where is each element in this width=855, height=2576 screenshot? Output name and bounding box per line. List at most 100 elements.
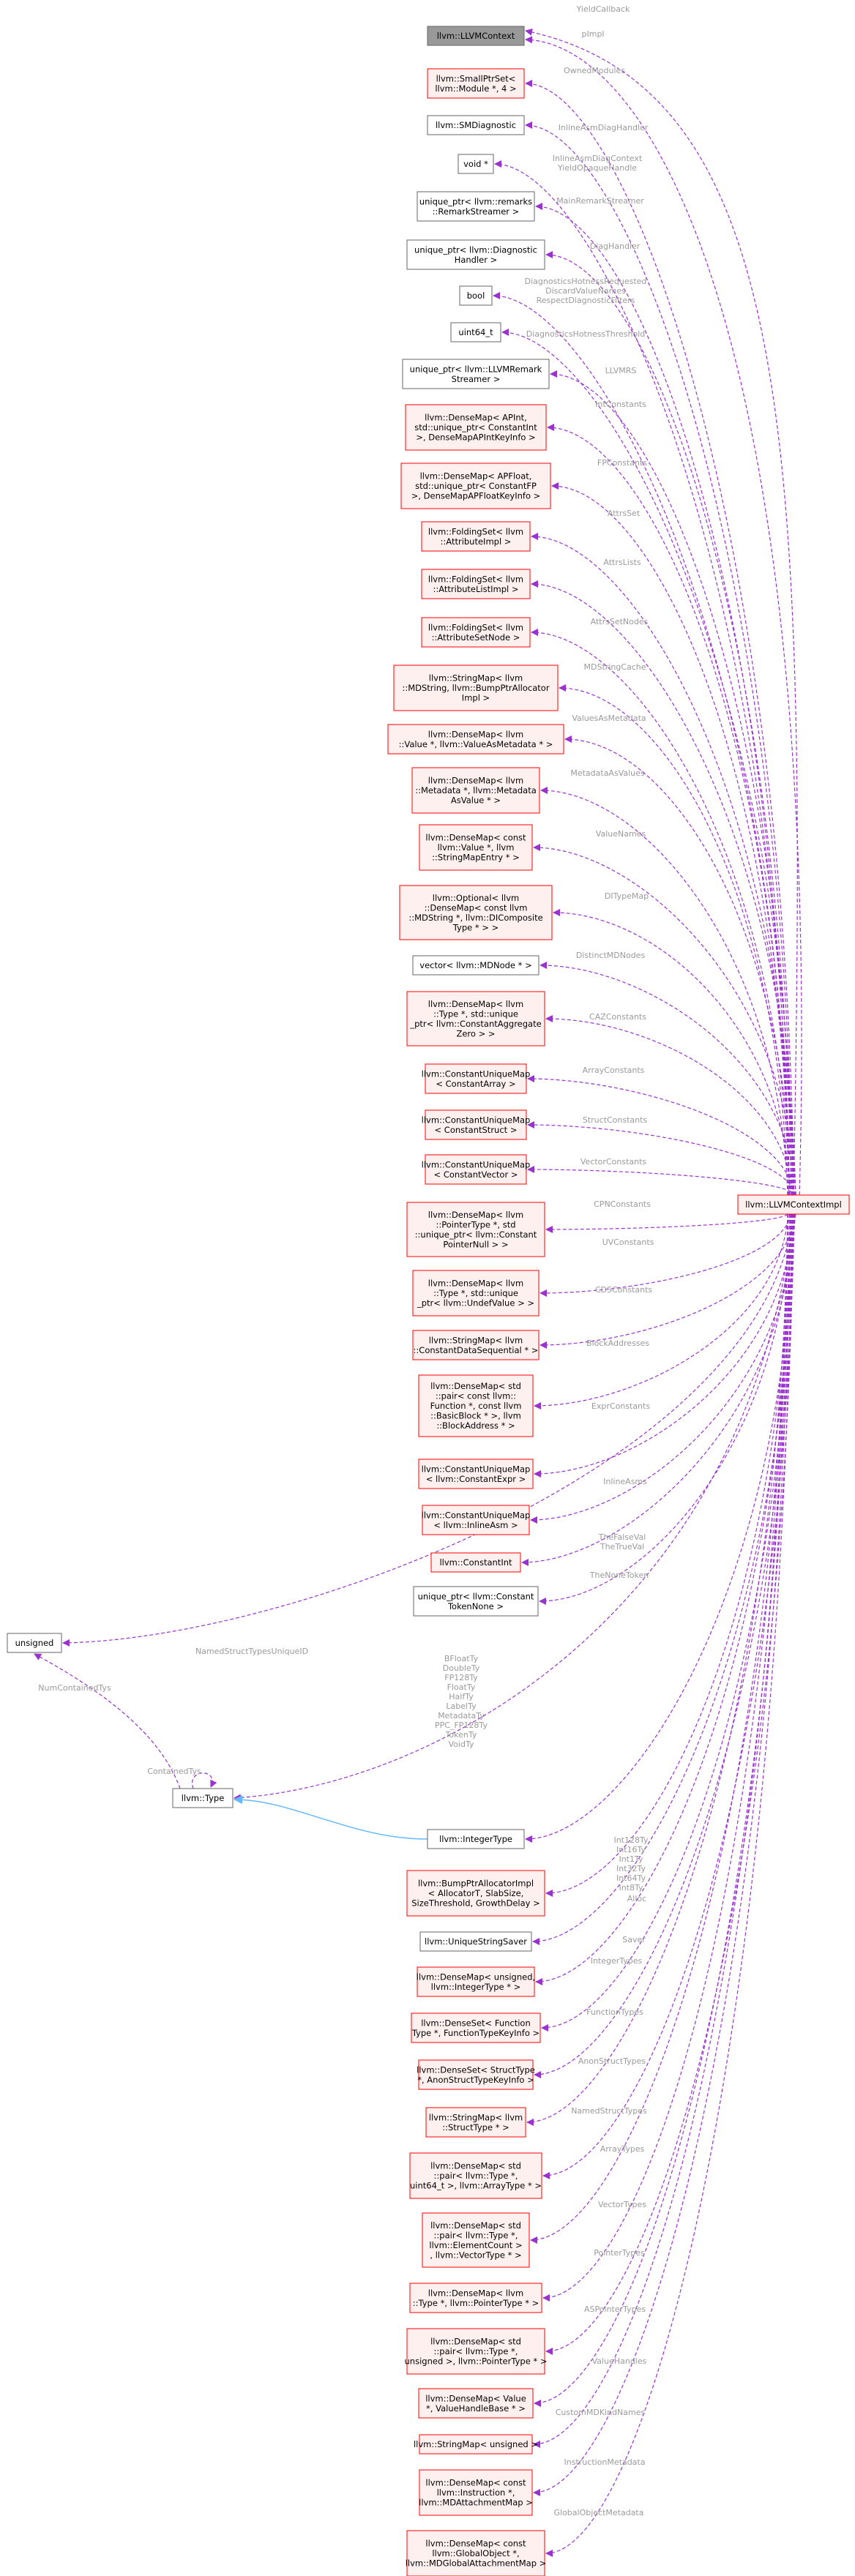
node-n22[interactable]: llvm::ConstantUniqueMap< ConstantStruct … bbox=[422, 1109, 531, 1140]
node-label: llvm::DenseMap< Value bbox=[425, 2393, 526, 2403]
node-n23[interactable]: llvm::ConstantUniqueMap< ConstantVector … bbox=[422, 1154, 531, 1185]
edge-label-l22: StructConstants bbox=[583, 1115, 648, 1125]
node-n21[interactable]: llvm::ConstantUniqueMap< ConstantArray > bbox=[422, 1063, 531, 1094]
node-label: unique_ptr< llvm::remarks bbox=[419, 196, 532, 206]
node-n14[interactable]: llvm::StringMap< llvm::MDString, llvm::B… bbox=[393, 664, 559, 711]
node-label: llvm::FoldingSet< llvm bbox=[428, 574, 523, 584]
node-label: _ptr< llvm::ConstantAggregate bbox=[409, 1019, 541, 1029]
node-label: llvm::ElementCount > bbox=[429, 2240, 522, 2250]
node-box bbox=[427, 68, 525, 99]
node-n16[interactable]: llvm::DenseMap< llvm::Metadata *, llvm::… bbox=[411, 767, 540, 814]
node-n4[interactable]: unique_ptr< llvm::remarks::RemarkStreame… bbox=[417, 191, 535, 222]
node-n9[interactable]: llvm::DenseMap< APInt,std::unique_ptr< C… bbox=[405, 404, 547, 451]
node-label: llvm::DenseMap< std bbox=[430, 2337, 521, 2347]
node-unsigned[interactable]: unsigned bbox=[7, 1633, 62, 1653]
edge-label-text: VectorTypes bbox=[598, 2200, 646, 2209]
node-label: ::AttributeImpl > bbox=[441, 536, 512, 547]
node-n7[interactable]: uint64_t bbox=[450, 322, 501, 342]
node-n26[interactable]: llvm::StringMap< llvm::ConstantDataSeque… bbox=[412, 1330, 539, 1360]
node-label: llvm::MDAttachmentMap > bbox=[419, 2498, 533, 2508]
node-n25[interactable]: llvm::DenseMap< llvm::Type *, std::uniqu… bbox=[412, 1270, 539, 1317]
node-inttype[interactable]: llvm::IntegerType bbox=[427, 1829, 525, 1849]
node-n13[interactable]: llvm::FoldingSet< llvm::AttributeSetNode… bbox=[421, 617, 531, 648]
node-n34[interactable]: llvm::DenseMap< unsigned,llvm::IntegerTy… bbox=[417, 1966, 535, 1997]
node-label: llvm::IntegerType * > bbox=[431, 1982, 521, 1992]
node-n18[interactable]: llvm::Optional< llvm::DenseMap< const ll… bbox=[399, 885, 553, 940]
node-type[interactable]: llvm::Type bbox=[172, 1788, 234, 1808]
node-n2[interactable]: llvm::SMDiagnostic bbox=[427, 115, 525, 135]
node-n1[interactable]: llvm::SmallPtrSet<llvm::Module *, 4 > bbox=[427, 68, 525, 99]
edge-n10 bbox=[551, 482, 790, 1196]
nodes-layer: llvm::LLVMContextllvm::SmallPtrSet<llvm:… bbox=[7, 26, 850, 2576]
node-label: void * bbox=[463, 159, 488, 169]
node-box bbox=[419, 824, 533, 871]
node-n39[interactable]: llvm::DenseMap< std::pair< llvm::Type *,… bbox=[422, 2212, 530, 2268]
edge-label-text: AttrsSet bbox=[608, 509, 641, 518]
edge-label-l10: FPConstants bbox=[597, 458, 647, 468]
node-label: llvm::DenseMap< llvm bbox=[428, 1278, 523, 1289]
edge-label-l29: InlineAsms bbox=[603, 1477, 647, 1486]
node-n45[interactable]: llvm::DenseMap< constllvm::GlobalObject … bbox=[406, 2530, 547, 2576]
node-n35[interactable]: llvm::DenseSet< FunctionType *, Function… bbox=[411, 2012, 541, 2043]
node-n36[interactable]: llvm::DenseSet< StructType *, AnonStruct… bbox=[417, 2059, 535, 2090]
node-box bbox=[425, 1154, 527, 1185]
edge-label-text: OwnedModules bbox=[564, 66, 625, 75]
node-n3[interactable]: void * bbox=[458, 154, 494, 174]
edge-n27 bbox=[534, 1213, 789, 1409]
edge-label-text: FunctionTypes bbox=[586, 2007, 643, 2017]
edge-label-text: Saver bbox=[622, 1935, 646, 1944]
node-n27[interactable]: llvm::DenseMap< std::pair< const llvm::F… bbox=[418, 1374, 534, 1437]
node-n19[interactable]: vector< llvm::MDNode * > bbox=[412, 955, 539, 976]
node-n11[interactable]: llvm::FoldingSet< llvm::AttributeImpl > bbox=[421, 521, 531, 552]
edge-n1 bbox=[525, 80, 794, 1196]
edge-label-text: ExprConstants bbox=[591, 1401, 650, 1411]
node-n37[interactable]: llvm::StringMap< llvm::StructType * > bbox=[425, 2107, 526, 2138]
edge-label-text: pImpl bbox=[582, 29, 605, 39]
node-label: Function *, const llvm bbox=[430, 1401, 522, 1411]
node-impl[interactable]: llvm::LLVMContextImpl bbox=[737, 1194, 850, 1215]
node-n41[interactable]: llvm::DenseMap< std::pair< llvm::Type *,… bbox=[405, 2328, 548, 2375]
node-n20[interactable]: llvm::DenseMap< llvm::Type *, std::uniqu… bbox=[406, 991, 545, 1046]
node-ctx[interactable]: llvm::LLVMContext bbox=[427, 26, 525, 46]
node-label: llvm::SMDiagnostic bbox=[436, 120, 516, 130]
node-box bbox=[402, 359, 550, 389]
node-n42[interactable]: llvm::DenseMap< Value*, ValueHandleBase … bbox=[418, 2388, 534, 2419]
node-label: ::DenseMap< const llvm bbox=[425, 902, 528, 913]
edge-label-l40: PointerTypes bbox=[594, 2248, 645, 2258]
node-label: std::unique_ptr< ConstantFP bbox=[415, 481, 537, 491]
edge-label-l26: CDSConstants bbox=[595, 1285, 653, 1295]
node-box bbox=[387, 724, 564, 755]
edge-n34 bbox=[535, 1213, 792, 1985]
node-n6[interactable]: bool bbox=[459, 285, 493, 306]
node-n30[interactable]: llvm::ConstantInt bbox=[430, 1552, 521, 1573]
node-box bbox=[7, 1633, 62, 1653]
edge-label-text: ArrayTypes bbox=[600, 2144, 645, 2154]
node-n24[interactable]: llvm::DenseMap< llvm::PointerType *, std… bbox=[406, 1202, 545, 1257]
edge-label-l23: VectorConstants bbox=[580, 1157, 647, 1167]
node-n33[interactable]: llvm::UniqueStringSaver bbox=[419, 1931, 532, 1952]
edge-label-l36: AnonStructTypes bbox=[578, 2056, 646, 2066]
node-n10[interactable]: llvm::DenseMap< APFloat,std::unique_ptr<… bbox=[400, 463, 551, 509]
node-n38[interactable]: llvm::DenseMap< std::pair< llvm::Type *,… bbox=[409, 2152, 542, 2199]
node-label: llvm::DenseMap< llvm bbox=[428, 776, 523, 786]
node-n12[interactable]: llvm::FoldingSet< llvm::AttributeListImp… bbox=[421, 569, 531, 599]
node-label: llvm::DenseMap< std bbox=[430, 1381, 521, 1391]
node-n43[interactable]: llvm::StringMap< unsigned > bbox=[414, 2434, 538, 2455]
node-label: < llvm::ConstantExpr > bbox=[426, 1474, 526, 1484]
node-n40[interactable]: llvm::DenseMap< llvm::Type *, llvm::Poin… bbox=[409, 2283, 542, 2313]
node-box bbox=[413, 1586, 539, 1617]
node-n15[interactable]: llvm::DenseMap< llvm::Value *, llvm::Val… bbox=[387, 724, 564, 755]
node-box bbox=[427, 1829, 525, 1849]
node-box bbox=[419, 2469, 533, 2516]
edge-label-l16: MetadataAsValues bbox=[570, 768, 645, 778]
node-n32[interactable]: llvm::BumpPtrAllocatorImpl< AllocatorT, … bbox=[406, 1870, 545, 1917]
edge-label-text: FPConstants bbox=[597, 458, 647, 468]
node-n29[interactable]: llvm::ConstantUniqueMap< llvm::InlineAsm… bbox=[422, 1505, 531, 1535]
node-n28[interactable]: llvm::ConstantUniqueMap< llvm::ConstantE… bbox=[418, 1459, 534, 1489]
